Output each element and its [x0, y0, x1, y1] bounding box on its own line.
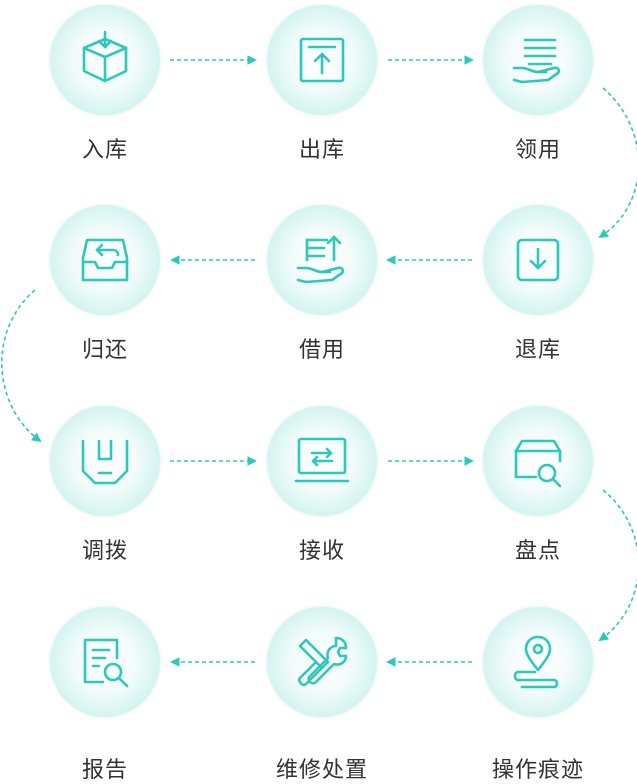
location-pin-icon	[508, 632, 568, 692]
arrow-6-7	[1, 289, 42, 443]
step-node-repair	[267, 607, 377, 717]
step-node-return	[50, 205, 160, 315]
hand-receive-icon	[508, 30, 568, 90]
step-label: 领用	[514, 138, 561, 163]
upload-box-icon	[292, 30, 352, 90]
step-label: 报告	[81, 758, 128, 783]
step-label: 调拨	[81, 539, 128, 564]
download-box-icon	[508, 230, 568, 290]
box-in-icon	[75, 30, 135, 90]
step-node-operation-trace	[483, 607, 593, 717]
step-label: 盘点	[514, 539, 561, 564]
report-search-icon	[75, 632, 135, 692]
step-node-inventory	[483, 406, 593, 516]
box-search-icon	[508, 431, 568, 491]
step-node-in-stock	[50, 5, 160, 115]
hand-borrow-icon	[292, 230, 352, 290]
step-label: 归还	[81, 338, 128, 363]
step-node-report	[50, 607, 160, 717]
step-label: 接收	[298, 539, 345, 564]
step-label: 维修处置	[275, 758, 368, 783]
step-node-borrow	[267, 205, 377, 315]
step-node-requisition	[483, 5, 593, 115]
arrow-9-10	[598, 489, 637, 642]
tools-icon	[292, 632, 352, 692]
box-transfer-icon	[75, 431, 135, 491]
step-node-receive	[267, 406, 377, 516]
arrow-3-4	[598, 87, 637, 239]
step-node-out-stock	[267, 5, 377, 115]
step-label: 退库	[514, 338, 561, 363]
tray-return-icon	[75, 230, 135, 290]
step-label: 操作痕迹	[491, 758, 584, 783]
step-label: 入库	[81, 138, 128, 163]
step-node-return-stock	[483, 205, 593, 315]
monitor-exchange-icon	[292, 431, 352, 491]
step-node-transfer	[50, 406, 160, 516]
step-label: 出库	[298, 138, 345, 163]
step-label: 借用	[298, 338, 345, 363]
